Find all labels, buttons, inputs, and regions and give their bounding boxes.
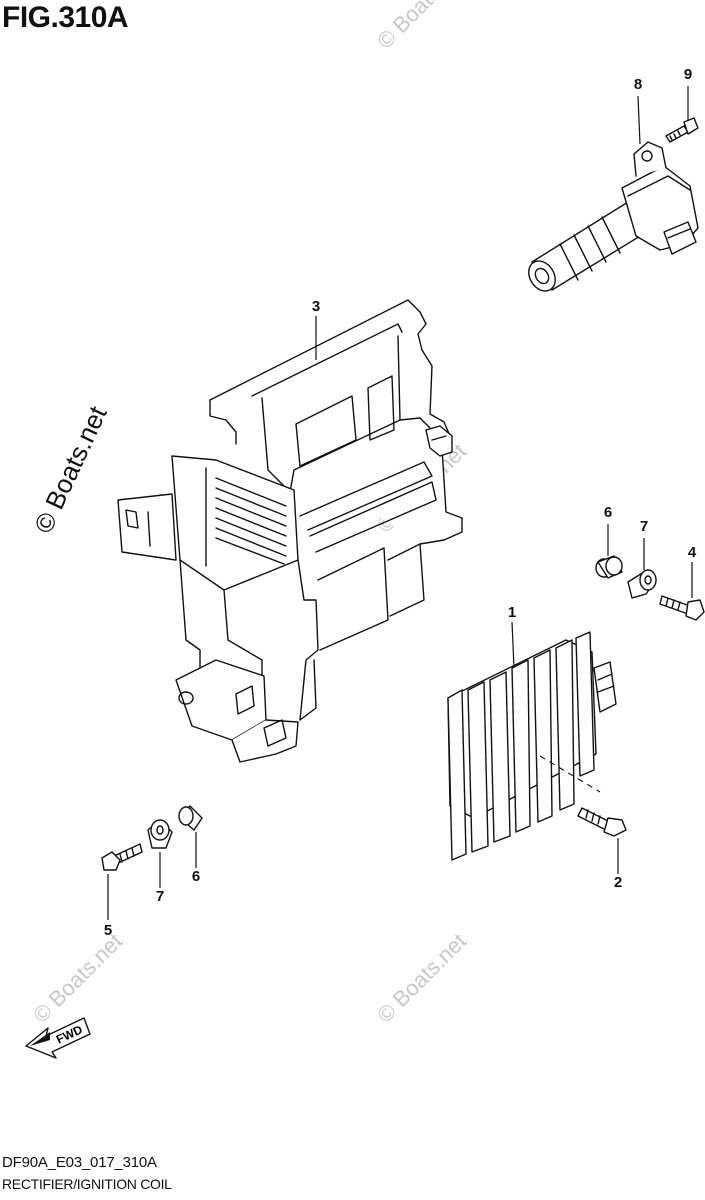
bolt-9[interactable] xyxy=(665,117,699,143)
callout-9: 9 xyxy=(683,66,693,83)
figure-name: RECTIFIER/IGNITION COIL xyxy=(2,1176,172,1192)
grommet-7-left[interactable] xyxy=(147,819,173,849)
figure-title: FIG.310A xyxy=(2,1,129,34)
callout-5: 5 xyxy=(103,922,113,939)
bushing-6-right[interactable] xyxy=(595,555,623,579)
callout-4: 4 xyxy=(687,544,697,561)
figure-code: DF90A_E03_017_310A xyxy=(2,1154,157,1171)
bolt-5[interactable] xyxy=(101,843,143,871)
callout-7-right: 7 xyxy=(639,518,649,535)
callout-7-left: 7 xyxy=(155,888,165,905)
bolt-2[interactable] xyxy=(577,807,627,837)
assembly-dashline xyxy=(539,755,601,793)
callout-8: 8 xyxy=(633,76,643,93)
bolt-4[interactable] xyxy=(659,595,705,621)
bushing-6-left[interactable] xyxy=(178,805,203,831)
rectifier[interactable] xyxy=(447,631,617,861)
fwd-arrow: FWD xyxy=(25,1017,91,1059)
ignition-coil[interactable] xyxy=(523,141,699,296)
callout-6-left: 6 xyxy=(191,868,201,885)
leader-1 xyxy=(511,621,515,669)
bracket-housing[interactable] xyxy=(117,299,463,763)
grommet-7-right[interactable] xyxy=(627,569,657,599)
callout-3: 3 xyxy=(311,298,321,315)
callout-2: 2 xyxy=(613,874,623,891)
leader-8 xyxy=(637,95,641,145)
callout-6-right: 6 xyxy=(603,504,613,521)
callout-1: 1 xyxy=(507,604,517,621)
